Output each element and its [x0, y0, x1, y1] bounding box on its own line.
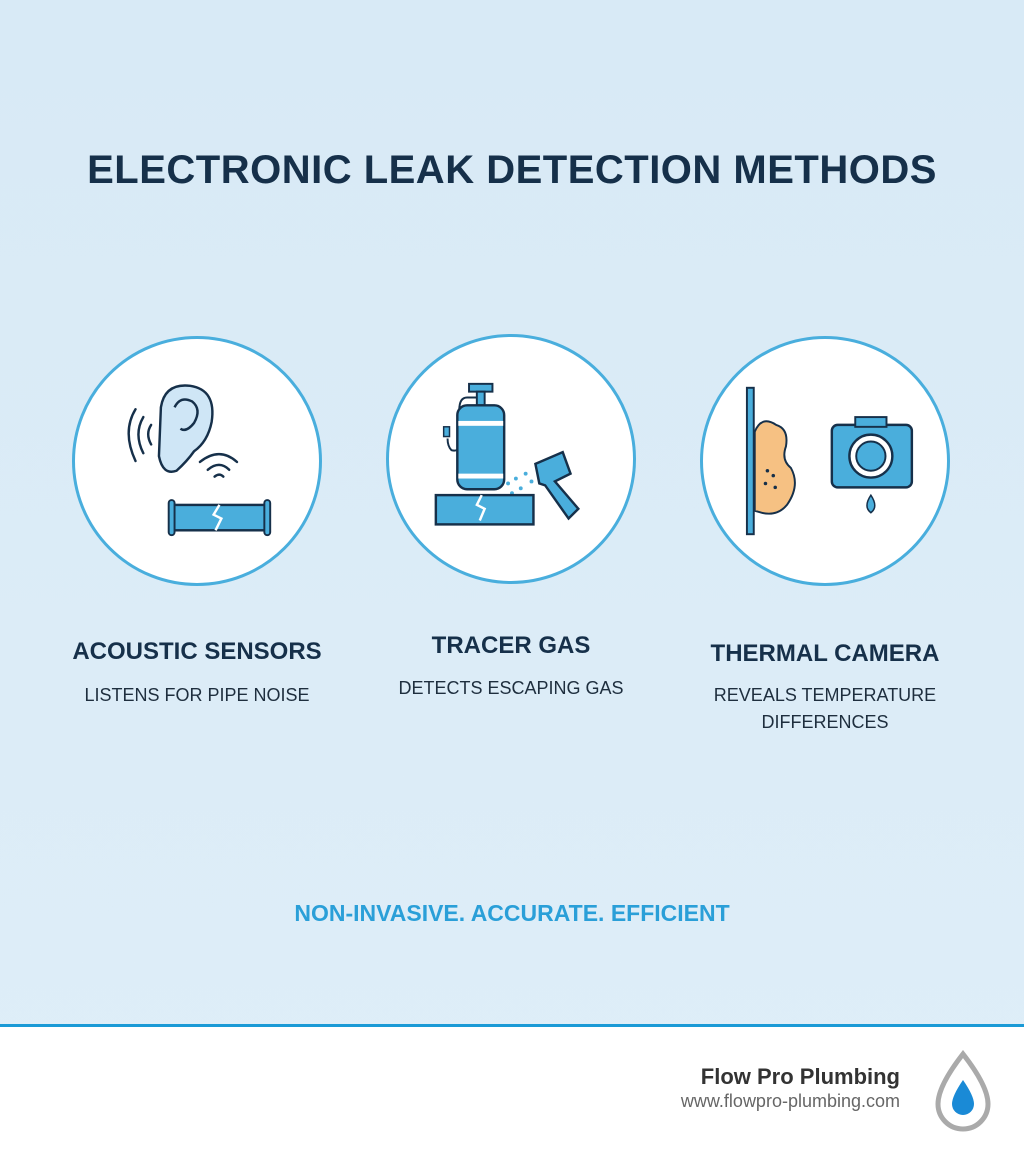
method-description: DETECTS ESCAPING GAS [398, 678, 624, 698]
thermal-camera-circle [700, 336, 950, 586]
ear-pipe-icon [127, 384, 272, 537]
water-drop-icon [935, 1050, 991, 1132]
gas-tank-detector-icon [434, 382, 581, 526]
brand-name: Flow Pro Plumbing [700, 1064, 900, 1089]
acoustic-sensors-circle [72, 336, 322, 586]
description-line: DIFFERENCES [761, 712, 889, 732]
method-description: LISTENS FOR PIPE NOISE [84, 685, 310, 705]
tracer-gas-circle [386, 334, 636, 584]
method-label: ACOUSTIC SENSORS [72, 638, 322, 665]
method-label: TRACER GAS [431, 632, 591, 659]
method-description: REVEALS TEMPERATURE DIFFERENCES [665, 682, 985, 736]
tagline: NON-INVASIVE. ACCURATE. EFFICIENT [294, 900, 730, 926]
footer [0, 1024, 1024, 1157]
page-title: ELECTRONIC LEAK DETECTION METHODS [87, 148, 937, 192]
description-line: REVEALS TEMPERATURE [713, 685, 937, 705]
method-label: THERMAL CAMERA [710, 640, 940, 667]
brand-url[interactable]: www.flowpro-plumbing.com [680, 1091, 900, 1111]
thermal-camera-icon [745, 386, 914, 536]
